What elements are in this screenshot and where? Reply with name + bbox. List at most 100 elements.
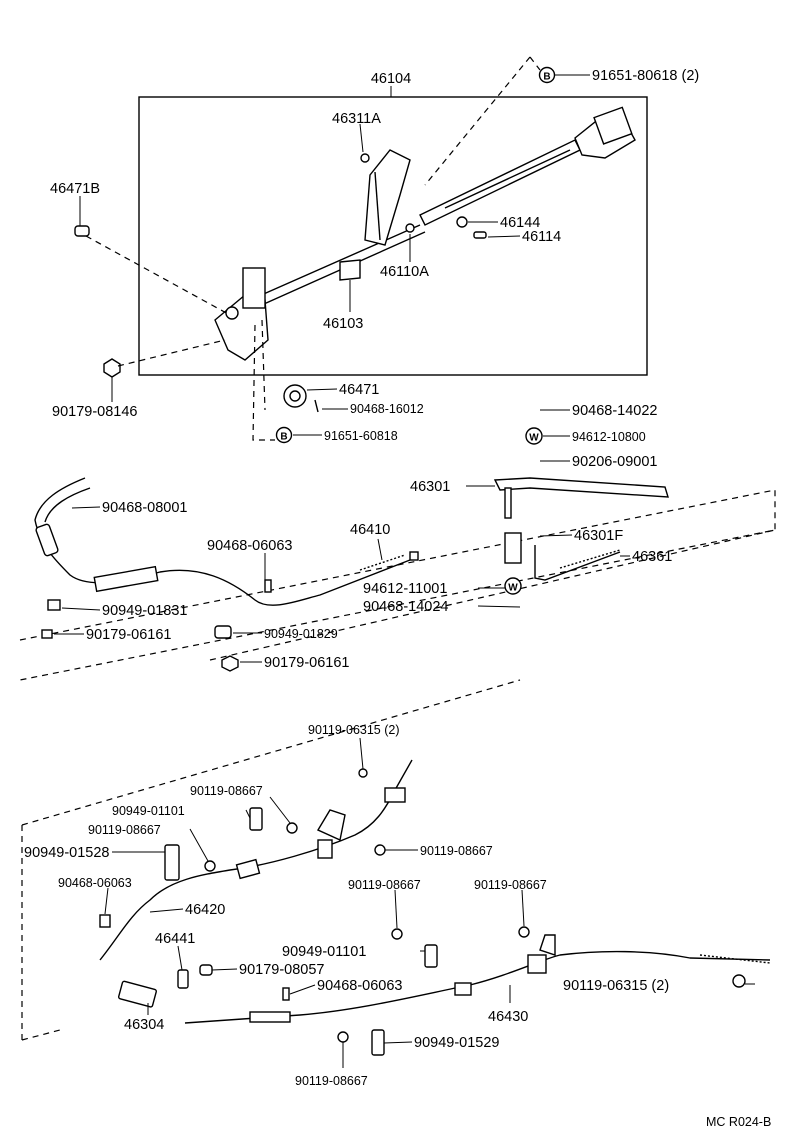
rear-boundary-top <box>21 679 521 826</box>
marker-w-bottom: W <box>508 583 518 594</box>
bracket-90949-01101-a <box>249 807 263 831</box>
label-90468-06063-a: 90468-06063 <box>207 538 292 554</box>
pulley-hub <box>289 390 301 402</box>
pin-46114 <box>473 231 487 239</box>
cable-46430-grommet <box>527 954 547 974</box>
bolt-90179-06161-b <box>221 655 239 672</box>
marker-b-bottom: B <box>275 426 293 444</box>
symbol-w-top: W <box>529 433 539 444</box>
label-90179-06161-b: 90179-06161 <box>264 655 349 671</box>
bracket-90949-01101-b <box>424 944 438 968</box>
dashed-guide-46471 <box>261 319 266 411</box>
clip-90468-16012 <box>314 399 319 413</box>
bushing-90179-08057 <box>199 964 213 976</box>
dashed-guide-b-top-2 <box>529 56 541 71</box>
label-90468-06063-c: 90468-06063 <box>317 978 402 994</box>
grommet-46441 <box>177 969 189 989</box>
label-90119-06315-b: 90119-06315 (2) <box>563 978 669 994</box>
rear-boundary-bottom <box>21 1029 61 1041</box>
middle-divider <box>209 529 776 661</box>
marker-b-top: B <box>538 66 556 84</box>
nut-46110A <box>405 223 415 233</box>
bolt-90119-08667-f <box>337 1031 349 1043</box>
dashed-guide-bolt <box>117 339 226 367</box>
label-90119-08667-b: 90119-08667 <box>88 823 161 837</box>
label-46471B: 46471B <box>50 181 100 197</box>
label-90206-09001: 90206-09001 <box>572 454 657 470</box>
bolt-90119-06315-a <box>358 768 368 778</box>
diagram-reference-code: MC R024-B <box>706 1115 771 1129</box>
label-46144: 46144 <box>500 215 540 231</box>
parking-brake-lever-46104 <box>214 106 636 361</box>
dashed-guide-b-bottom <box>252 324 275 441</box>
bolt-90119-08667-a <box>286 822 298 834</box>
label-90179-08057: 90179-08057 <box>239 962 324 978</box>
label-46110A: 46110A <box>380 264 429 280</box>
rear-cable-46420 <box>99 759 413 961</box>
clip-90468-06063 <box>264 579 272 593</box>
equalizer-arm <box>493 477 669 498</box>
label-91651-60818: 91651-60818 <box>324 429 398 443</box>
label-46441: 46441 <box>155 931 195 947</box>
assembly-46104-boundary <box>138 96 648 376</box>
ratchet-sector-plate <box>364 149 411 246</box>
label-90949-01101-b: 90949-01101 <box>282 944 366 960</box>
label-46104: 46104 <box>371 71 411 87</box>
label-94612-11001: 94612-11001 <box>363 581 447 597</box>
bracket-90949-01831 <box>47 599 61 611</box>
pin-46144 <box>456 216 468 228</box>
bolt-90119-06315-b <box>732 974 746 988</box>
spring-46361 <box>559 549 621 569</box>
label-94612-10800: 94612-10800 <box>572 430 646 444</box>
cable-46420-end-bracket <box>384 787 406 803</box>
label-46301: 46301 <box>410 479 450 495</box>
bolt-90179-08146 <box>103 358 121 378</box>
label-46410: 46410 <box>350 522 390 538</box>
label-90949-01829: 90949-01829 <box>264 627 338 641</box>
front-cable-46410 <box>34 477 419 606</box>
bracket-90949-01529 <box>371 1029 385 1056</box>
clip-90468-06063-b <box>99 914 111 928</box>
label-46361: 46361 <box>632 549 672 565</box>
return-spring <box>504 532 522 564</box>
label-90949-01529: 90949-01529 <box>414 1035 499 1051</box>
label-90119-08667-f: 90119-08667 <box>295 1074 368 1088</box>
rear-cable-46430 <box>184 934 771 1024</box>
cable-end-nut <box>409 551 419 561</box>
label-90119-08667-d: 90119-08667 <box>348 878 421 892</box>
label-90468-16012: 90468-16012 <box>350 402 424 416</box>
label-90119-06315-a: 90119-06315 (2) <box>308 723 400 737</box>
cable-46420-sheath-clamp <box>235 858 261 880</box>
cable-46430-end-sheath <box>249 1011 291 1023</box>
rod-highlight <box>444 149 571 209</box>
label-46114: 46114 <box>522 229 561 245</box>
bracket-46103 <box>339 259 361 281</box>
cable-clip-loop <box>44 487 91 523</box>
label-46301F: 46301F <box>574 528 623 544</box>
label-90468-14022: 90468-14022 <box>572 403 657 419</box>
cable-sheath <box>93 565 159 593</box>
cable-46420-path <box>99 759 413 961</box>
bolt-90119-08667-d <box>391 928 403 940</box>
label-46311A: 46311A <box>332 111 381 127</box>
label-90468-06063-b: 90468-06063 <box>58 876 132 890</box>
cable-46430-clamp <box>454 982 472 996</box>
symbol-b-bottom: B <box>280 432 287 443</box>
nut-46311A <box>360 153 370 163</box>
label-90119-08667-a: 90119-08667 <box>190 784 263 798</box>
base-upright <box>242 267 266 309</box>
cable-46430-path <box>184 950 771 1024</box>
label-46420: 46420 <box>185 902 225 918</box>
bracket-90949-01829 <box>214 625 232 639</box>
dashed-guide-b-top <box>424 56 531 186</box>
bracket-90949-01528 <box>164 844 180 881</box>
release-button <box>593 106 633 145</box>
label-46304: 46304 <box>124 1017 164 1033</box>
label-90179-08146: 90179-08146 <box>52 404 137 420</box>
rod-46301F <box>534 545 621 581</box>
label-46103: 46103 <box>323 316 363 332</box>
sector-edge <box>374 171 381 241</box>
label-90468-08001: 90468-08001 <box>102 500 187 516</box>
dashed-guide-46471B <box>85 235 231 316</box>
